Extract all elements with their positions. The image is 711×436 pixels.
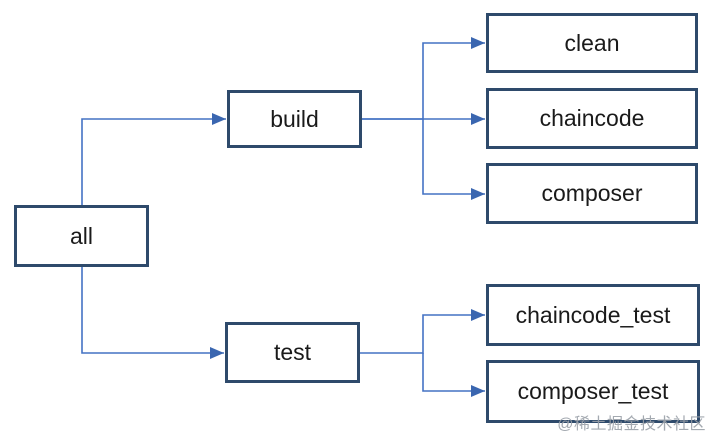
edge-all-build	[81, 113, 226, 205]
node-test: test	[225, 322, 360, 383]
node-test-label: test	[273, 339, 312, 365]
node-composer-label: composer	[541, 180, 643, 206]
node-build-label: build	[270, 105, 319, 132]
node-clean: clean	[486, 13, 698, 73]
node-composer-test-label: composer_test	[517, 378, 669, 404]
node-composer-test: composer_test	[486, 360, 700, 423]
edge-all-test	[81, 267, 224, 359]
edge-build-clean	[362, 37, 485, 120]
node-chaincode-test: chaincode_test	[486, 284, 700, 346]
edge-test-chaincode-test	[360, 309, 485, 354]
node-all-label: all	[69, 222, 93, 249]
node-chaincode: chaincode	[486, 88, 698, 149]
node-build: build	[227, 90, 362, 148]
edge-test-composer-test	[422, 353, 485, 397]
node-chaincode-test-label: chaincode_test	[515, 301, 671, 328]
node-chaincode-label: chaincode	[539, 105, 645, 131]
node-all: all	[14, 205, 149, 267]
node-composer: composer	[486, 163, 698, 224]
edge-build-composer	[422, 119, 485, 200]
node-clean-label: clean	[564, 29, 620, 56]
